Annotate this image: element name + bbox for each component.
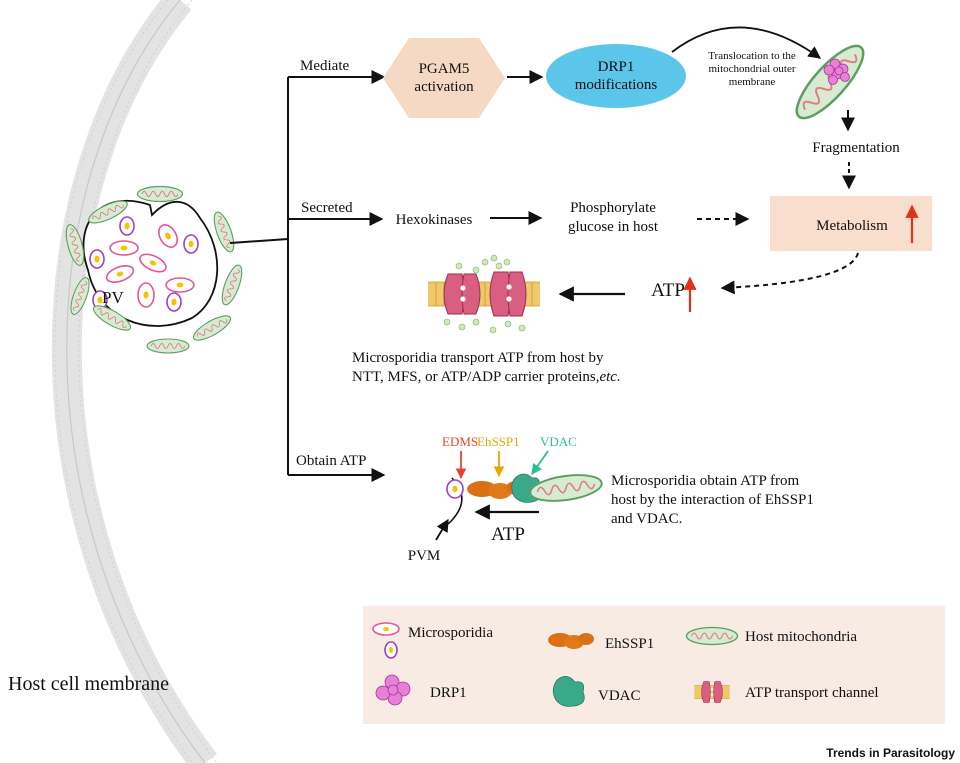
legend-drp1: DRP1 [430, 685, 467, 701]
metabolism-label: Metabolism [816, 218, 888, 234]
legend-drp1-icon [375, 674, 411, 706]
fragmentation-label: Fragmentation [812, 140, 900, 156]
pvm-label: PVM [408, 548, 441, 564]
atp-bottom-label: ATP [491, 524, 525, 545]
legend-atp-channel: ATP transport channel [745, 685, 879, 701]
transport-text-2: NTT, MFS, or ATP/ADP carrier proteins,et… [352, 369, 621, 385]
host-mitochondrion-top [786, 35, 874, 129]
obtain-text-1: Microsporidia obtain ATP from [611, 473, 800, 489]
obtain-atp-illustration [444, 470, 605, 527]
drp1-label-2: modifications [575, 77, 658, 93]
translocation-text-3: membrane [729, 76, 776, 88]
legend-ehssp1: EhSSP1 [605, 636, 654, 652]
metabolism-box [770, 196, 932, 251]
legend: Microsporidia EhSSP1 Host mitochondria D… [363, 606, 945, 724]
transport-text-1: Microsporidia transport ATP from host by [352, 350, 604, 366]
translocation-text-2: mitochondrial outer [708, 63, 795, 75]
parasitophorous-vacuole [82, 199, 219, 327]
mediate-label: Mediate [300, 58, 349, 74]
drp1-ellipse [546, 44, 686, 108]
legend-mitochondria-icon [685, 626, 739, 646]
obtain-text-3: and VDAC. [611, 511, 682, 527]
atp-label: ATP [651, 280, 685, 301]
pgam5-label-2: activation [414, 79, 474, 95]
host-cell-membrane-label: Host cell membrane [8, 673, 169, 695]
pgam5-hexagon [383, 38, 505, 118]
atp-transport-membrane [428, 254, 540, 334]
legend-host-mitochondria: Host mitochondria [745, 629, 857, 645]
obtain-text-2: host by the interaction of EhSSP1 [611, 492, 814, 508]
translocation-text-1: Translocation to the [708, 50, 796, 62]
drp1-cluster-icon [823, 58, 850, 85]
edms-label: EDMS [442, 434, 478, 449]
legend-microsporidia-icon [372, 622, 400, 659]
vdac-label: VDAC [540, 434, 577, 449]
host-cell-membrane [51, 0, 218, 763]
pgam5-label-1: PGAM5 [419, 61, 470, 77]
drp1-label-1: DRP1 [598, 59, 635, 75]
phosphorylate-label-2: glucose in host [568, 219, 659, 235]
obtain-atp-label: Obtain ATP [296, 453, 366, 469]
translocation-arrow [671, 26, 822, 59]
pv-label: PV [102, 288, 124, 307]
phosphorylate-label-1: Phosphorylate [570, 200, 656, 216]
ehssp1-label: EhSSP1 [477, 434, 520, 449]
secreted-label: Secreted [301, 200, 353, 216]
vdac-arrow [531, 450, 549, 475]
legend-vdac: VDAC [598, 688, 641, 704]
metabolism-to-atp-arrow [720, 252, 859, 295]
legend-microsporidia: Microsporidia [408, 625, 493, 641]
branch-connectors [229, 70, 386, 482]
hexokinases-label: Hexokinases [396, 212, 473, 228]
legend-vdac-icon [552, 676, 585, 707]
footer-journal: Trends in Parasitology [826, 746, 955, 760]
pvm-arrow [435, 518, 449, 541]
legend-ehssp1-icon [548, 633, 594, 649]
